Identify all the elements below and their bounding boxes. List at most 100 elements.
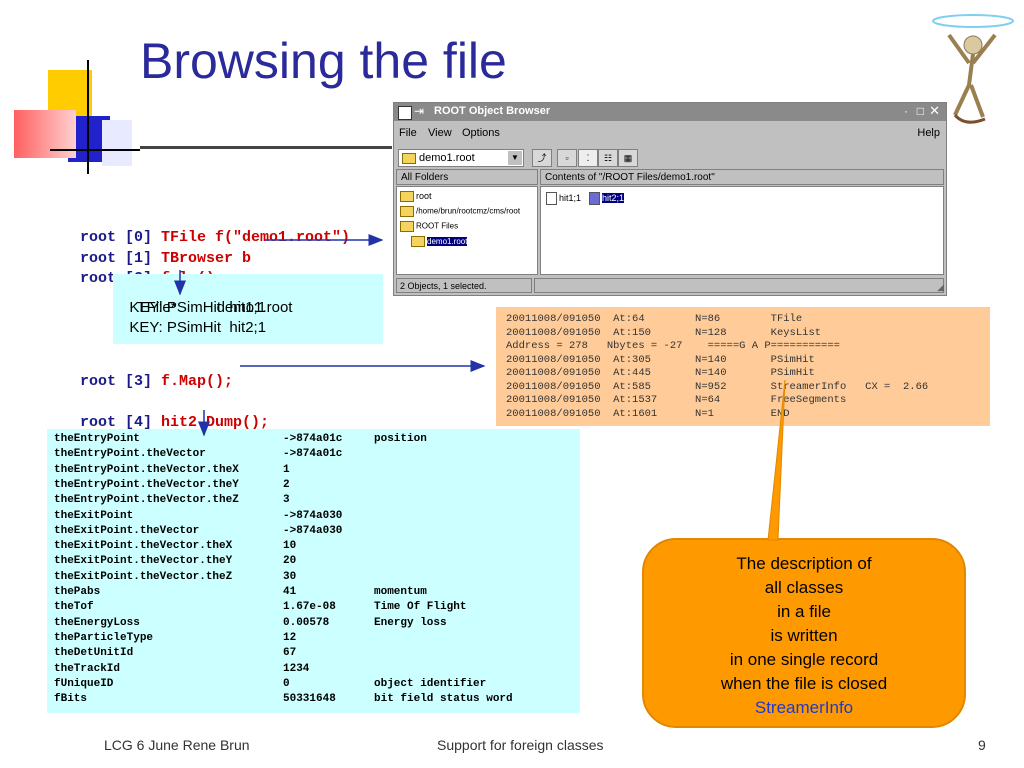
pin-icon[interactable]: ⇥ (414, 104, 425, 118)
menu-bar: File View Options Help (394, 124, 946, 142)
map-line: 20011008/091050 At:1601 N=1 END (506, 407, 790, 420)
ls-line-1-type: TFile* (137, 299, 177, 316)
folder-icon (400, 191, 414, 203)
command-line-3: root [3] f.Map(); (62, 356, 233, 390)
dump-field-name: theExitPoint.theVector (54, 524, 200, 537)
command-line-4: root [4] hit2.Dump(); (62, 397, 269, 431)
dump-field-value: 20 (283, 555, 297, 568)
dump-field-comment: position (374, 433, 427, 445)
open-folder-icon (411, 236, 425, 247)
item-hit2[interactable]: hit2;1 (589, 192, 625, 205)
dump-field-name: theEntryPoint (54, 433, 140, 445)
large-icons-button[interactable]: ▫ (557, 149, 577, 167)
minimize-icon[interactable]: · (904, 104, 908, 118)
tree-item-root-files[interactable]: ROOT Files (400, 221, 458, 232)
dump-field-name: theEntryPoint.theVector.theY (54, 478, 239, 491)
contents-header: Contents of "/ROOT Files/demo1.root" (540, 169, 944, 185)
map-output-box: 20011008/091050 At:64 N=86 TFile 2001100… (496, 307, 990, 426)
dump-field-comment: Energy loss (374, 616, 447, 629)
logo-squares-graphic (14, 60, 140, 174)
window-titlebar[interactable]: ⇥ ROOT Object Browser · □ ✕ (394, 103, 946, 121)
menu-view[interactable]: View (428, 127, 452, 139)
prompt: root [3] (80, 373, 162, 390)
ls-line-2: KEY: PSimHit hit1;1 (121, 299, 267, 316)
dump-field-name: theExitPoint (54, 509, 134, 522)
dump-field-name: theExitPoint.theVector.theY (54, 555, 233, 568)
status-bar-secondary (534, 278, 944, 293)
dump-row: theEntryPoint.theVector.theY 2 (54, 479, 574, 493)
object-icon (546, 192, 557, 205)
slide-title: Browsing the file (140, 33, 507, 89)
menu-help[interactable]: Help (917, 127, 940, 139)
mascot-illustration (925, 5, 1020, 130)
dump-row: theExitPoint.theVector.theY 20 (54, 555, 574, 569)
dump-field-name: theTof (54, 601, 94, 614)
maximize-icon[interactable]: □ (916, 104, 924, 118)
dump-row: thePabs 41 momentum (54, 586, 574, 600)
tree-item-demo1[interactable]: demo1.root (411, 236, 468, 247)
map-line: 20011008/091050 At:585 N=952 StreamerInf… (506, 380, 929, 393)
menu-options[interactable]: Options (462, 127, 500, 139)
file-select[interactable]: demo1.root ▼ (398, 149, 524, 167)
dump-row: theDetUnitId 67 (54, 647, 574, 661)
command-text: f.Map(); (161, 373, 234, 390)
dump-field-value: 1 (283, 463, 290, 476)
streamerinfo-callout: The description of all classes in a file… (642, 538, 966, 728)
root-object-browser-window[interactable]: ⇥ ROOT Object Browser · □ ✕ File View Op… (393, 102, 947, 296)
command-text: TFile f("demo1.root") (161, 229, 351, 246)
tree-item-root[interactable]: root (400, 191, 432, 203)
map-line: 20011008/091050 At:64 N=86 TFile (506, 313, 803, 325)
dump-field-name: fUniqueID (54, 677, 114, 690)
folder-icon (400, 206, 414, 217)
up-folder-button[interactable]: ⤴ (532, 149, 552, 167)
map-line: 20011008/091050 At:1537 N=64 FreeSegment… (506, 394, 847, 406)
dump-row: theExitPoint ->874a030 (54, 510, 574, 524)
footer-center: Support for foreign classes (437, 737, 604, 753)
dump-field-name: thePabs (54, 586, 101, 598)
list-view-button[interactable]: ☷ (598, 149, 618, 167)
dump-field-value: 67 (283, 647, 297, 660)
dump-field-value: 2 (283, 478, 290, 491)
dump-field-comment: Time Of Flight (374, 601, 467, 614)
map-line: 20011008/091050 At:150 N=128 KeysList (506, 326, 822, 339)
slide-logo-decoration (10, 60, 140, 180)
callout-highlight: StreamerInfo (754, 698, 854, 717)
callout-line: The description of (736, 554, 872, 573)
object-icon (589, 192, 600, 205)
dump-field-value: 50331648 (283, 693, 336, 706)
dump-field-value: ->874a030 (283, 509, 343, 522)
details-view-button[interactable]: ▦ (618, 149, 638, 167)
menu-file[interactable]: File (399, 127, 417, 139)
dump-field-name: theDetUnitId (54, 647, 134, 660)
dump-field-value: 0.00578 (283, 616, 330, 629)
dump-field-value: ->874a030 (283, 524, 343, 537)
page-number: 9 (978, 737, 986, 753)
dump-field-value: 41 (283, 586, 297, 598)
contents-pane[interactable]: hit1;1 hit2;1 (540, 186, 944, 275)
dump-field-name: fBits (54, 693, 88, 706)
ls-line-1-file: demo1.root (216, 299, 293, 316)
tree-item-home[interactable]: /home/brun/rootcmz/cms/root (400, 206, 520, 217)
close-icon[interactable]: ✕ (929, 103, 940, 118)
footer-left: LCG 6 June Rene Brun (104, 737, 250, 753)
callout-line: when the file is closed (720, 674, 888, 693)
folder-tree-pane[interactable]: root /home/brun/rootcmz/cms/root ROOT Fi… (396, 186, 538, 275)
item-hit1[interactable]: hit1;1 (546, 192, 581, 205)
folder-icon (400, 221, 414, 232)
chevron-down-icon[interactable]: ▼ (508, 151, 522, 165)
ls-output-box: TFile*demo1.root KEY: PSimHit hit1;1 KEY… (113, 274, 383, 344)
map-line: 20011008/091050 At:305 N=140 PSimHit (506, 353, 815, 366)
command-text: TBrowser b (161, 250, 252, 267)
app-icon (398, 106, 412, 120)
folder-icon (402, 153, 416, 164)
resize-grip-icon[interactable]: ◢ (937, 282, 944, 292)
dump-field-comment: momentum (374, 586, 427, 598)
small-icons-button[interactable]: ⁚ (578, 149, 598, 167)
dump-field-comment: object identifier (374, 677, 487, 690)
